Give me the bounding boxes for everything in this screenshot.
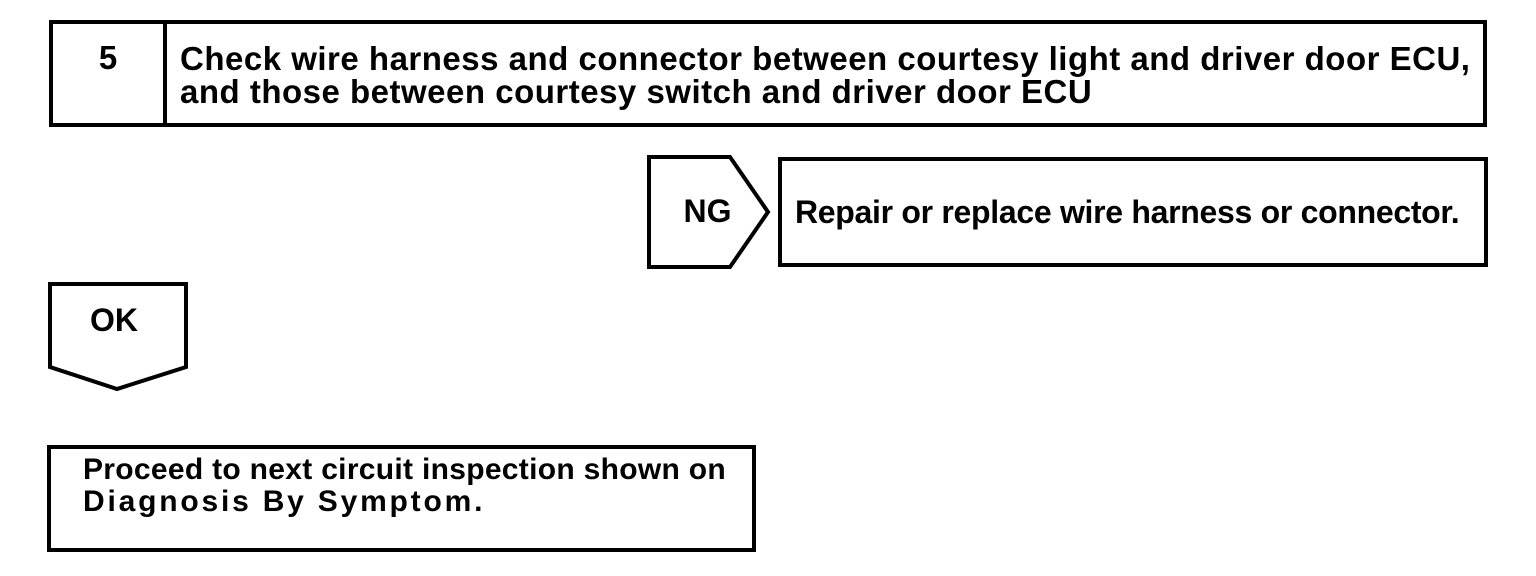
ng-action-box: Repair or replace wire harness or connec…	[778, 157, 1488, 267]
step-instruction-line2: and those between courtesy switch and dr…	[180, 73, 1093, 110]
ng-action-text: Repair or replace wire harness or connec…	[795, 193, 1460, 230]
step-number: 5	[98, 39, 118, 76]
ok-arrow-shape	[48, 282, 188, 392]
step-box: 5 Check wire harness and connector betwe…	[49, 20, 1487, 127]
ok-branch-label: OK	[44, 276, 184, 364]
ng-label-text: NG	[683, 192, 732, 229]
step-number-cell: 5	[53, 24, 167, 123]
ok-action-box: Proceed to next circuit inspection shown…	[47, 445, 756, 552]
ng-arrow-shape	[647, 155, 771, 269]
step-instruction: Check wire harness and connector between…	[167, 24, 1478, 123]
ok-action-line1: Proceed to next circuit inspection shown…	[83, 453, 726, 486]
step-instruction-line1: Check wire harness and connector between…	[180, 40, 1471, 77]
ng-branch-label: NG	[647, 155, 768, 267]
ok-label-text: OK	[90, 301, 138, 338]
ok-action-line2: Diagnosis By Symptom.	[83, 485, 486, 518]
